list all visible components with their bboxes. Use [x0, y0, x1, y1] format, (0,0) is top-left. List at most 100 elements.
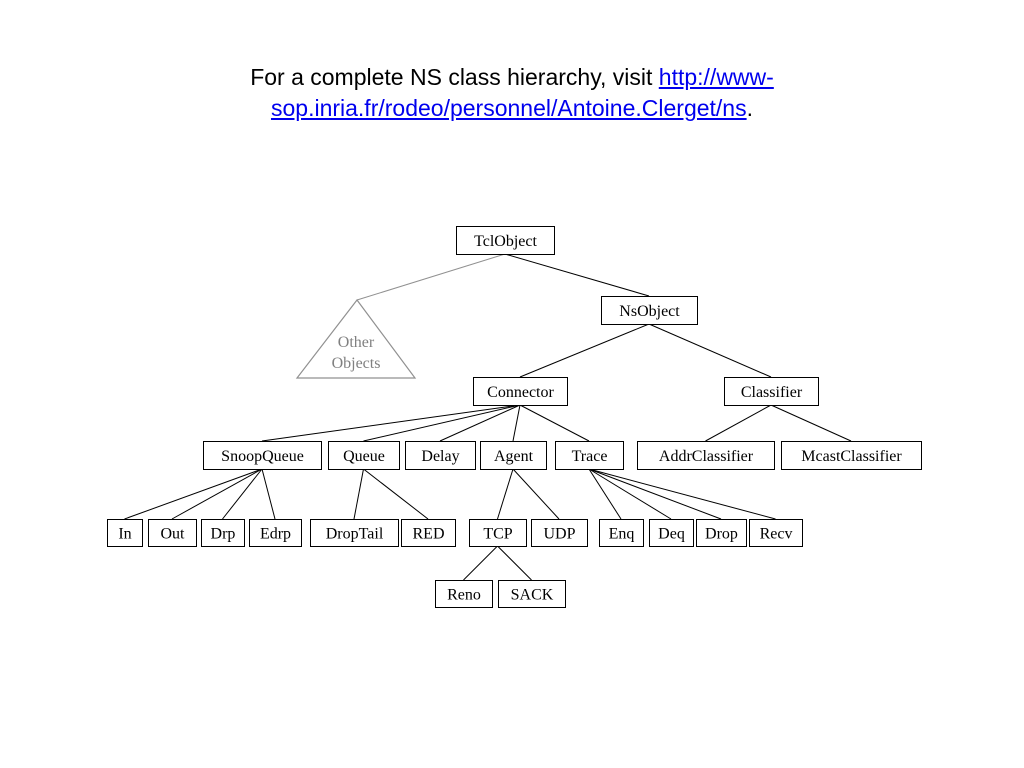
node-box-drp — [201, 519, 245, 547]
node-mcastclassifier: McastClassifier — [781, 441, 922, 470]
node-edrp: Edrp — [249, 519, 302, 547]
node-label-sack: SACK — [511, 587, 554, 604]
node-label-reno: Reno — [447, 587, 481, 604]
edge-queue-red — [363, 468, 429, 520]
node-box-agent — [480, 441, 547, 470]
node-box-addrclassifier — [637, 441, 775, 470]
node-box-connector — [473, 377, 568, 406]
node-box-trace — [555, 441, 624, 470]
node-recv: Recv — [749, 519, 803, 547]
edge-trace-recv — [588, 468, 776, 520]
node-addrclassifier: AddrClassifier — [637, 441, 775, 470]
edge-connector-queue — [363, 404, 521, 442]
edge-classifier-mcastclassifier — [770, 404, 852, 442]
node-label-nsobject: NsObject — [619, 303, 680, 320]
edge-agent-udp — [512, 468, 560, 520]
edge-nsobject-classifier — [648, 323, 772, 378]
edge-snoopqueue-in — [124, 468, 263, 520]
node-label-classifier: Classifier — [741, 384, 803, 401]
node-trace: Trace — [555, 441, 624, 470]
node-out: Out — [148, 519, 197, 547]
node-box-tcp — [469, 519, 527, 547]
edge-nsobject-connector — [519, 323, 650, 378]
node-box-classifier — [724, 377, 819, 406]
title-prefix: For a complete NS class hierarchy, visit — [250, 64, 659, 90]
edge-tclobject-nsobject — [504, 253, 650, 297]
node-label-connector: Connector — [487, 384, 554, 401]
other-objects-shape — [295, 299, 417, 379]
node-box-delay — [405, 441, 476, 470]
clerget-ns-link[interactable]: http://www-sop.inria.fr/rodeo/personnel/… — [271, 64, 774, 121]
node-label-droptail: DropTail — [326, 526, 384, 543]
node-box-tclobject — [456, 226, 555, 255]
edge-trace-drop — [588, 468, 722, 520]
node-reno: Reno — [435, 580, 493, 608]
edge-snoopqueue-drp — [222, 468, 263, 520]
node-box-mcastclassifier — [781, 441, 922, 470]
node-udp: UDP — [531, 519, 588, 547]
node-label-edrp: Edrp — [260, 526, 291, 543]
edge-trace-deq — [588, 468, 672, 520]
edge-connector-trace — [519, 404, 590, 442]
edge-classifier-addrclassifier — [705, 404, 772, 442]
edge-tcp-sack — [497, 545, 532, 581]
node-red: RED — [401, 519, 456, 547]
page-title: For a complete NS class hierarchy, visit… — [0, 62, 1024, 124]
node-label-trace: Trace — [572, 448, 608, 465]
edge-connector-delay — [439, 404, 521, 442]
node-label-enq: Enq — [609, 526, 635, 543]
node-label-agent: Agent — [494, 448, 534, 465]
node-box-sack — [498, 580, 566, 608]
node-label-queue: Queue — [343, 448, 385, 465]
node-label-drp: Drp — [211, 526, 236, 543]
node-drp: Drp — [201, 519, 245, 547]
node-label-tcp: TCP — [483, 526, 512, 543]
node-box-enq — [599, 519, 644, 547]
node-box-queue — [328, 441, 400, 470]
other-objects-triangle: Other Objects — [295, 299, 417, 379]
node-box-udp — [531, 519, 588, 547]
node-label-tclobject: TclObject — [474, 233, 537, 250]
edge-connector-snoopqueue — [261, 404, 521, 442]
node-label-deq: Deq — [658, 526, 685, 543]
node-tclobject: TclObject — [456, 226, 555, 255]
node-box-deq — [649, 519, 694, 547]
node-drop: Drop — [696, 519, 747, 547]
link-line-1: http://www- — [658, 64, 774, 90]
node-box-in — [107, 519, 143, 547]
node-in: In — [107, 519, 143, 547]
node-box-recv — [749, 519, 803, 547]
node-box-drop — [696, 519, 747, 547]
node-label-snoopqueue: SnoopQueue — [221, 448, 304, 465]
node-snoopqueue: SnoopQueue — [203, 441, 322, 470]
edge-queue-droptail — [353, 468, 364, 520]
node-label-in: In — [118, 526, 131, 543]
node-classifier: Classifier — [724, 377, 819, 406]
node-box-out — [148, 519, 197, 547]
node-label-addrclassifier: AddrClassifier — [659, 448, 754, 465]
node-deq: Deq — [649, 519, 694, 547]
edge-tcp-reno — [463, 545, 498, 581]
node-label-drop: Drop — [705, 526, 738, 543]
node-label-recv: Recv — [760, 526, 793, 543]
node-queue: Queue — [328, 441, 400, 470]
edge-connector-agent — [512, 404, 521, 442]
node-sack: SACK — [498, 580, 566, 608]
node-box-droptail — [310, 519, 399, 547]
edge-snoopqueue-out — [171, 468, 263, 520]
other-objects-label-1: Other — [338, 334, 375, 351]
node-connector: Connector — [473, 377, 568, 406]
node-box-edrp — [249, 519, 302, 547]
node-label-delay: Delay — [421, 448, 459, 465]
node-label-red: RED — [413, 526, 445, 543]
node-delay: Delay — [405, 441, 476, 470]
hierarchy-edges — [124, 253, 852, 581]
node-label-mcastclassifier: McastClassifier — [801, 448, 902, 465]
node-agent: Agent — [480, 441, 547, 470]
node-box-reno — [435, 580, 493, 608]
node-box-red — [401, 519, 456, 547]
node-label-out: Out — [161, 526, 186, 543]
edge-trace-enq — [588, 468, 622, 520]
